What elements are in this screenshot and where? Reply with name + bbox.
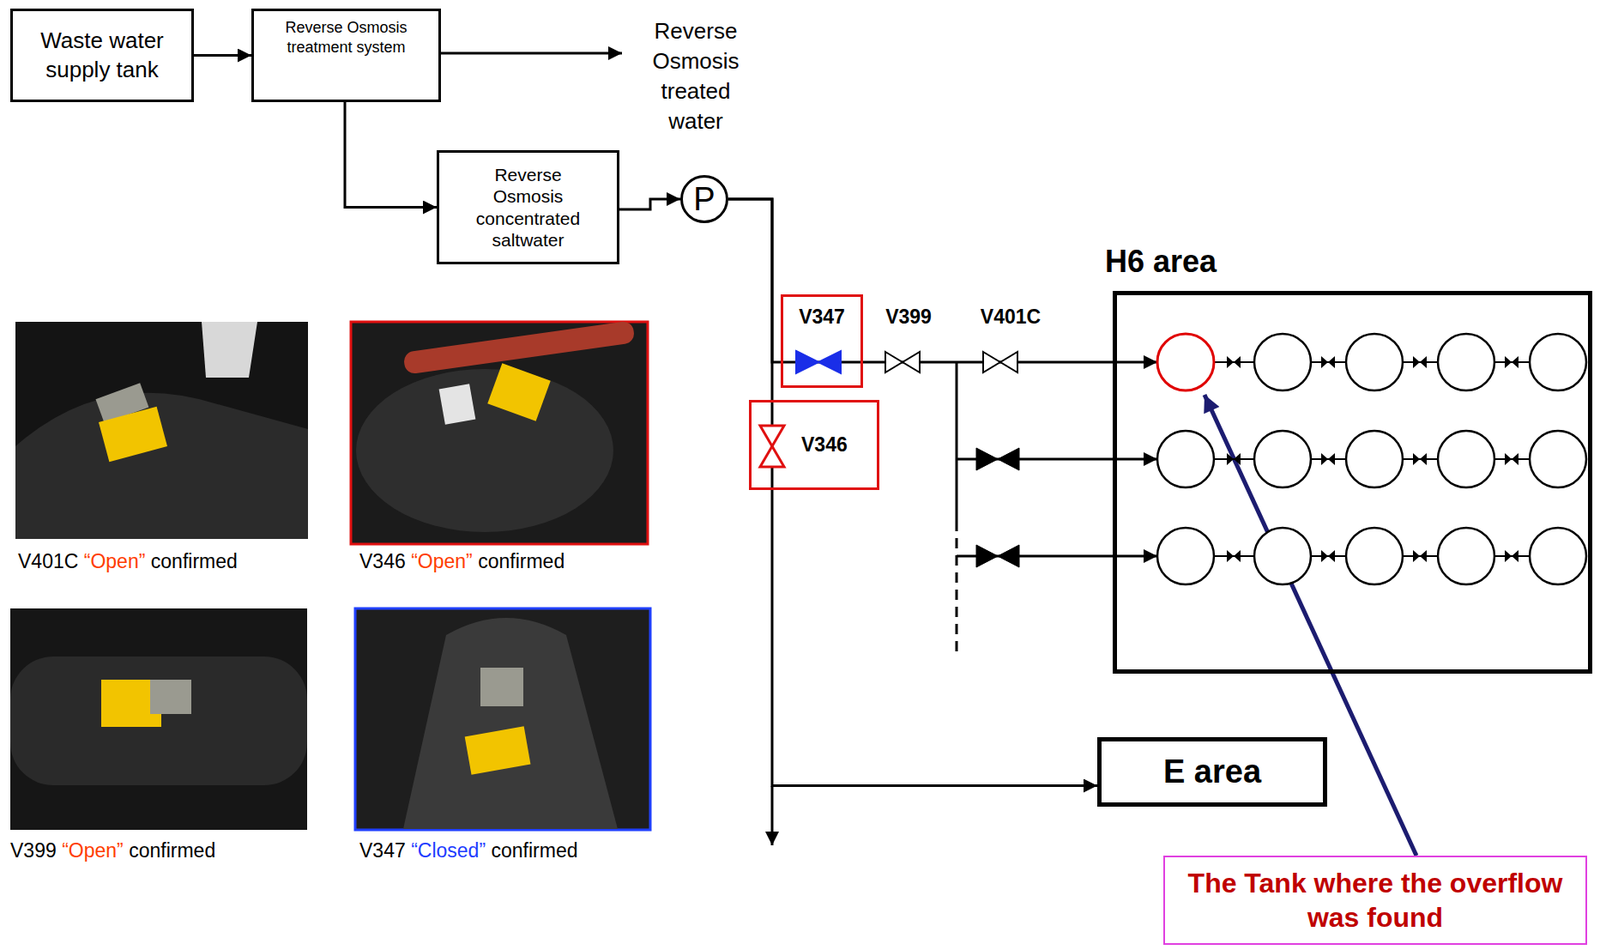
caption-text: “Open” [410, 549, 473, 574]
photo-ground [10, 608, 308, 830]
tank-circle-overflow [1157, 333, 1214, 391]
photo-tag [487, 362, 550, 422]
tank-circle [1157, 527, 1214, 585]
tank-circle [1254, 333, 1311, 391]
photo-worker [201, 321, 258, 378]
photo-ground [15, 321, 308, 539]
pipe-connector [344, 102, 437, 208]
pipe-connector [728, 199, 1098, 786]
photo-tag [98, 406, 168, 462]
caption-text: confirmed [491, 838, 579, 863]
photo-caption: V347“Closed”confirmed [359, 838, 579, 863]
flow-arrow [771, 785, 774, 846]
caption-text: confirmed [128, 838, 216, 863]
tank-circle [1157, 430, 1214, 488]
node-text: The Tank where the overflow was found [1182, 865, 1569, 935]
tank-circle [1254, 527, 1311, 585]
tank-circle [1254, 430, 1311, 488]
area-box: E area [1097, 736, 1328, 807]
photo-ground [355, 608, 651, 830]
node-text: P [693, 182, 715, 216]
tank-circle [1529, 527, 1587, 585]
photo-pipe [356, 368, 614, 532]
valve-symbol-filled [976, 544, 1020, 568]
tank-circle [1437, 527, 1495, 585]
process-box: Reverse Osmosis treatment system [251, 8, 441, 103]
tank-circle [1346, 527, 1403, 585]
caption-text: V401C [18, 549, 79, 574]
valve-symbol-open [885, 351, 920, 373]
caption-text: “Open” [61, 838, 124, 863]
valve-label: V399 [885, 305, 932, 329]
valve-photo [15, 321, 308, 539]
tank-circle [1346, 333, 1403, 391]
flow-arrow [440, 52, 622, 55]
pump-symbol: P [680, 175, 729, 224]
area-box: H6 area [1112, 290, 1593, 674]
caption-text: V347 [359, 838, 406, 863]
valve-symbol-open [983, 351, 1018, 373]
photo-caption: V401C“Open”confirmed [18, 549, 238, 574]
caption-text: “Closed” [410, 838, 486, 863]
photo-pipe [15, 392, 308, 539]
photo-tag [464, 725, 532, 774]
tank-circle [1346, 430, 1403, 488]
caption-text: confirmed [150, 549, 238, 574]
node-text: Reverse Osmosis concentrated saltwater [464, 163, 592, 251]
valve-symbol-filled [976, 447, 1020, 471]
photo-plate [480, 667, 524, 707]
caption-text: V346 [359, 549, 406, 574]
node-text: V347 [798, 305, 846, 329]
photo-handle [403, 320, 636, 375]
valve-photo [10, 608, 308, 830]
photo-plate [439, 383, 477, 425]
tank-circle [1529, 430, 1587, 488]
tank-box: Waste water supply tank [10, 8, 194, 103]
tank-circle [1437, 333, 1495, 391]
tank-group [1157, 333, 1587, 585]
valve-highlight: V346 [748, 399, 880, 490]
pipe-line [955, 362, 959, 521]
valve-photo [355, 608, 651, 830]
photo-caption: V346“Open”confirmed [359, 549, 565, 574]
caption-text: “Open” [84, 549, 146, 574]
valve-symbol-open [760, 425, 785, 467]
tank-valve-row [1226, 549, 1519, 562]
valve-symbol-closed [796, 350, 841, 374]
callout-box: The Tank where the overflow was found [1163, 855, 1588, 945]
tank-circle [1529, 333, 1587, 391]
pipe-connector [728, 199, 1158, 363]
output-label: Reverse Osmosis treated water [644, 16, 748, 137]
node-text: Waste water supply tank [19, 26, 185, 85]
valve-label: V401C [980, 305, 1041, 329]
node-text: V346 [801, 433, 848, 457]
process-box: Reverse Osmosis concentrated saltwater [436, 150, 620, 265]
tank-circle [1437, 430, 1495, 488]
node-text: Reverse Osmosis treatment system [259, 18, 434, 57]
tank-valve-row [1226, 356, 1519, 369]
caption-text: V399 [10, 838, 57, 863]
area-heading: H6 area [1104, 243, 1217, 280]
photo-pipe [10, 656, 308, 785]
photo-pipe [403, 617, 618, 829]
node-text: E area [1163, 753, 1262, 791]
valve-photo [350, 320, 648, 544]
pipe-connector [619, 199, 681, 210]
pipe-line-dashed [955, 520, 959, 653]
tank-valve-row [1226, 452, 1519, 465]
photo-plate [150, 679, 192, 714]
caption-text: confirmed [477, 549, 565, 574]
valve-highlight: V347 [780, 294, 864, 388]
photo-caption: V399“Open”confirmed [10, 838, 216, 863]
pipe-connector [193, 54, 252, 57]
